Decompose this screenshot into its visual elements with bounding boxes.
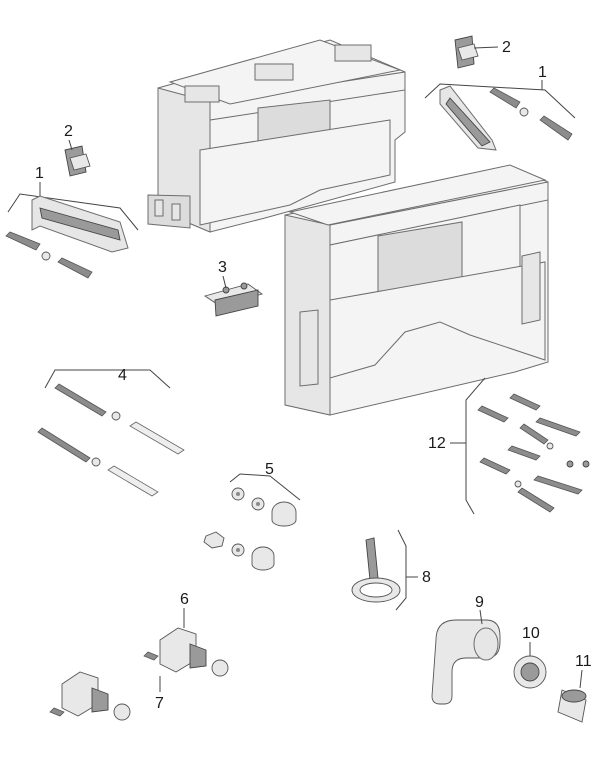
bracket-set-right bbox=[424, 83, 576, 151]
bracket-set-left bbox=[5, 193, 139, 279]
pipe-elbow bbox=[431, 619, 501, 705]
callout-4: 4 bbox=[118, 367, 127, 384]
callout-1-left: 1 bbox=[35, 165, 44, 182]
callout-1-right: 1 bbox=[538, 64, 547, 81]
threaded-rods bbox=[37, 369, 185, 497]
callout-3: 3 bbox=[218, 259, 227, 276]
callout-2-right: 2 bbox=[502, 39, 511, 56]
washers-and-caps bbox=[203, 473, 301, 571]
mounting-clip-left bbox=[64, 145, 91, 177]
callout-7: 7 bbox=[155, 695, 164, 712]
wall-elbow-upper bbox=[143, 627, 229, 677]
wall-elbow-lower bbox=[49, 671, 131, 721]
callout-11: 11 bbox=[575, 653, 592, 670]
back-frame bbox=[147, 39, 406, 233]
callout-labels: 1 2 1 2 3 4 5 6 7 8 9 10 11 12 bbox=[35, 39, 592, 712]
screw-and-dowel-set bbox=[465, 377, 590, 515]
callout-8: 8 bbox=[422, 569, 431, 586]
slider-clamp bbox=[203, 282, 264, 317]
front-frame bbox=[284, 164, 549, 416]
callout-5: 5 bbox=[265, 461, 274, 478]
callout-6: 6 bbox=[180, 591, 189, 608]
pipe-sleeve bbox=[557, 689, 587, 723]
pipe-reducer bbox=[513, 655, 547, 689]
callout-2-left: 2 bbox=[64, 123, 73, 140]
callout-12: 12 bbox=[428, 435, 446, 452]
mounting-clip-right bbox=[454, 35, 479, 69]
callout-9: 9 bbox=[475, 594, 484, 611]
callout-10: 10 bbox=[522, 625, 540, 642]
pipe-clamp bbox=[351, 529, 407, 611]
